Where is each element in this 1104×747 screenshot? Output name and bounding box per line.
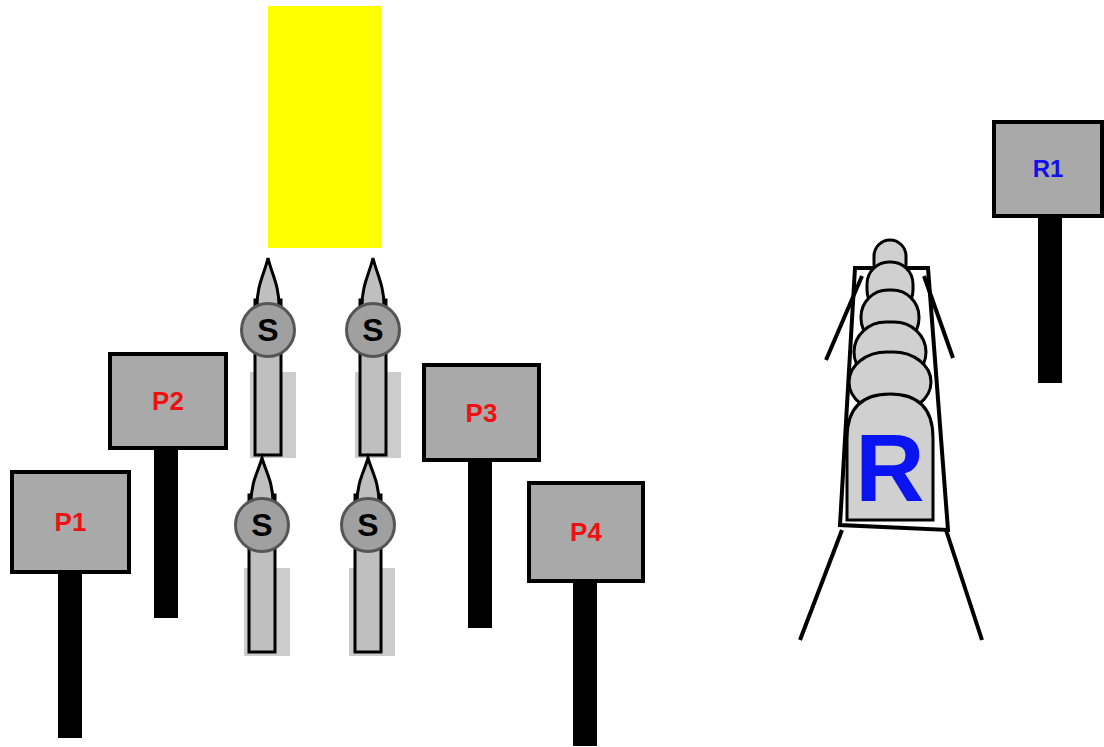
sign-board: P1 <box>10 470 131 574</box>
sign-post <box>1038 216 1062 383</box>
node-label: R1 <box>1033 157 1064 181</box>
node-label: S <box>257 314 278 346</box>
sign-board: P3 <box>422 363 541 462</box>
sign-board: R1 <box>992 120 1104 218</box>
sled-body <box>360 300 386 455</box>
node-label: P2 <box>152 388 184 414</box>
sled-badge: S <box>240 302 296 358</box>
rider-shape <box>847 394 933 520</box>
sled-badge: S <box>340 497 396 553</box>
sign-post <box>573 582 597 746</box>
bobsled-rider: R <box>845 392 935 522</box>
yellow-zone <box>268 6 381 248</box>
sign-board: P4 <box>527 481 645 583</box>
sled-bodies <box>244 258 401 656</box>
node-label: S <box>357 509 378 541</box>
sled-body <box>255 300 281 455</box>
sign-post <box>468 460 492 628</box>
node-label: P4 <box>570 519 602 545</box>
sled-nose <box>257 258 279 306</box>
sign-board: P2 <box>108 352 228 450</box>
sled-badge: S <box>234 497 290 553</box>
node-label: P3 <box>466 400 498 426</box>
sled-body <box>249 495 275 652</box>
sled-rail <box>924 276 953 358</box>
sign-post <box>154 448 178 618</box>
bobsled-body <box>849 240 931 412</box>
sign-posts <box>58 216 1062 746</box>
bobsled-frame <box>800 268 982 640</box>
sign-post <box>58 572 82 738</box>
node-label: R <box>855 420 924 516</box>
sled-leg <box>800 530 842 640</box>
sled-body <box>355 495 381 652</box>
sled-leg <box>946 530 982 640</box>
node-label: S <box>362 314 383 346</box>
sled-nose <box>362 258 384 306</box>
sled-badge: S <box>345 302 401 358</box>
node-label: S <box>251 509 272 541</box>
sled-frame <box>840 268 948 530</box>
node-label: P1 <box>55 509 87 535</box>
